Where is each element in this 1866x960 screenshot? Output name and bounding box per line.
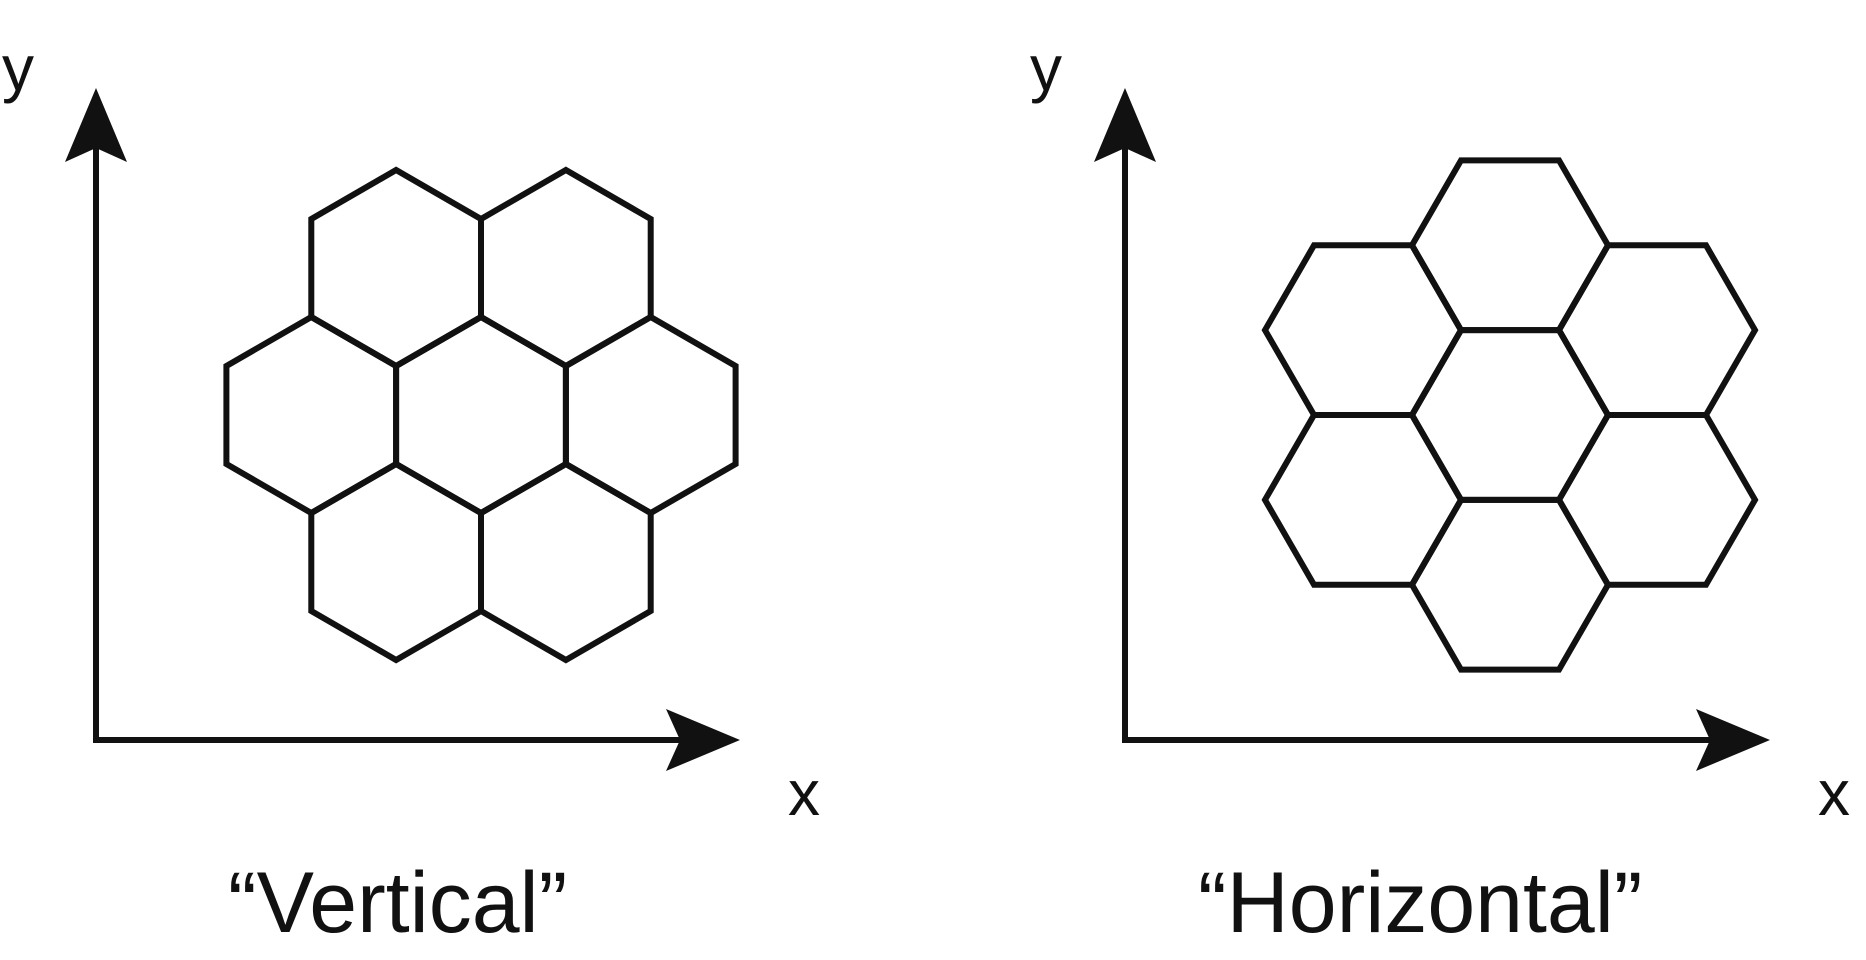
hex-cell [1555,242,1759,418]
hex-cell [1408,157,1612,334]
hex-grid-vertical [223,166,739,664]
hex-cell [308,460,484,664]
y-axis-label: y [2,32,34,104]
hex-cell [1261,242,1465,418]
hex-cell [562,313,739,517]
hex-grid-horizontal [1261,157,1759,673]
caption-horizontal: “Horizontal” [1198,855,1642,951]
axes-vertical: y x [2,32,820,829]
x-axis-label: x [788,757,820,829]
hex-cell [1408,496,1612,673]
x-axis-label: x [1818,757,1850,829]
axes-horizontal: y x [1030,32,1850,829]
hex-cell [478,166,654,370]
caption-vertical: “Vertical” [228,855,567,951]
hex-cell [1408,327,1612,503]
panel-vertical: y x “Vertical” [2,32,820,951]
y-axis-arrowhead [65,88,127,162]
hex-cell [1261,412,1465,588]
x-axis-arrowhead [1696,709,1770,771]
hex-cell [393,313,569,517]
hex-cell [223,313,400,517]
hex-cell [308,166,484,370]
hex-cell [478,460,654,664]
y-axis-label: y [1030,32,1062,104]
y-axis-arrowhead [1094,88,1156,162]
x-axis-arrowhead [666,709,740,771]
panel-horizontal: y x “Horizontal” [1030,32,1850,951]
hex-cell [1555,412,1759,588]
